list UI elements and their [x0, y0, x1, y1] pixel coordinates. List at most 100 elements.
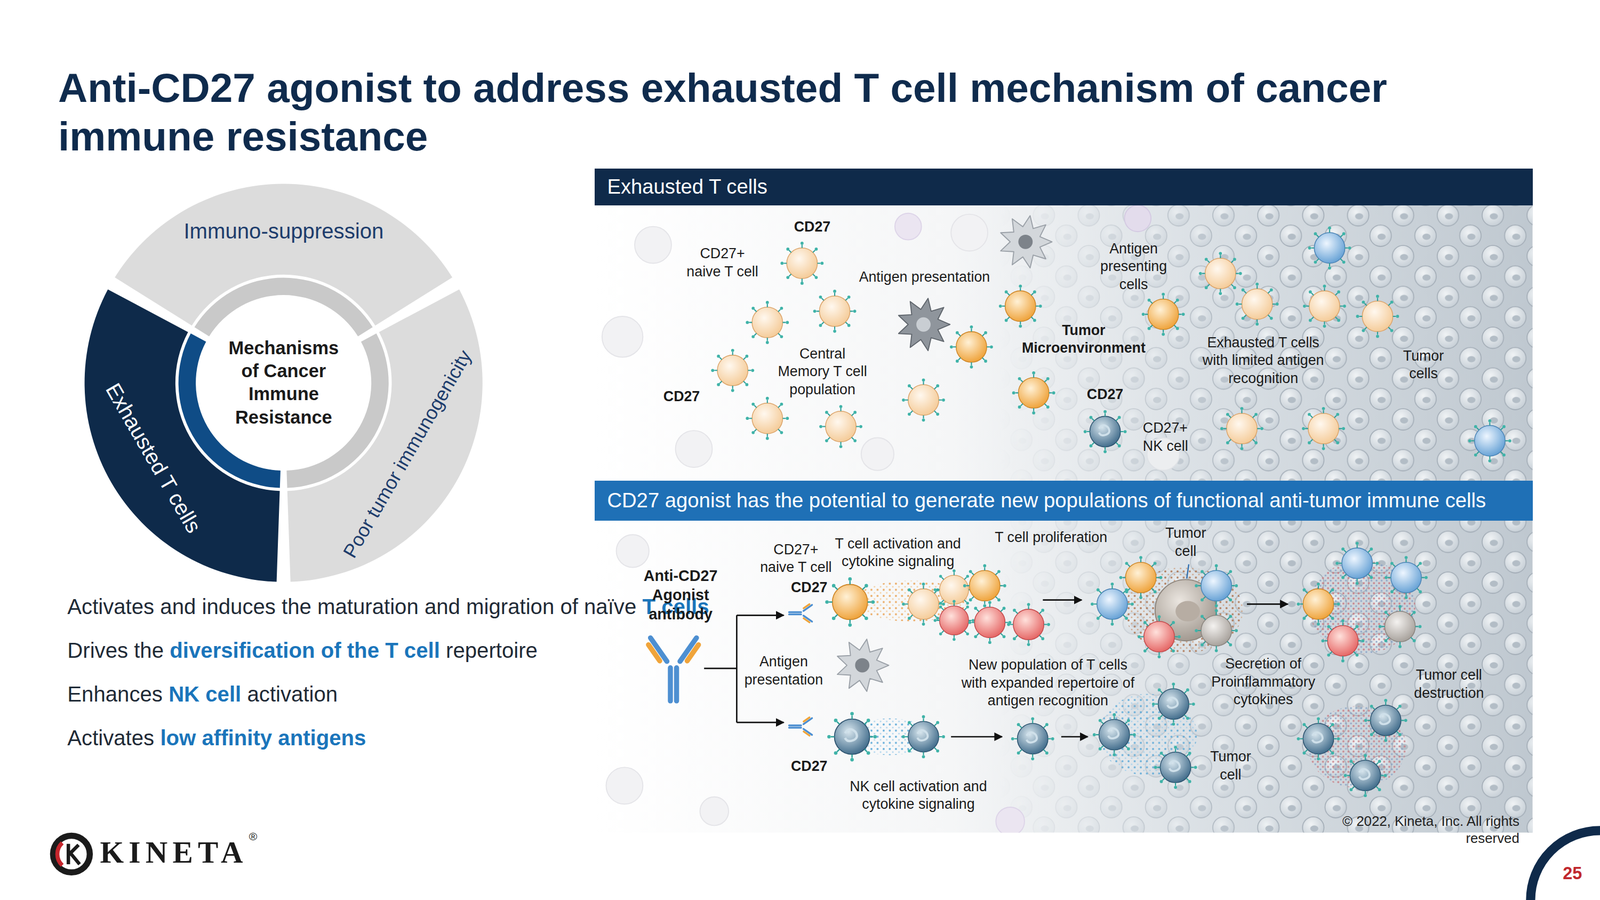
art-use — [1308, 226, 1352, 270]
illustration-label: Antigen presenting cells — [1090, 240, 1177, 294]
bullet-text: Activates — [67, 725, 155, 750]
art-use — [745, 396, 789, 440]
art-use — [1384, 555, 1428, 599]
logo-wordmark: KINETA — [100, 836, 248, 868]
illustration-label: CD27 — [781, 218, 844, 236]
art-use — [1141, 292, 1186, 336]
art-path — [1061, 736, 1088, 738]
logo-icon — [50, 832, 93, 876]
art-use — [1000, 215, 1052, 268]
art-circle — [605, 766, 643, 804]
art-rect — [594, 520, 1533, 832]
art-use — [963, 564, 1007, 608]
illustration-label: Antigen presentation — [842, 268, 1006, 286]
bullet-item: Activates and induces the maturation and… — [67, 592, 925, 622]
art-circle — [950, 214, 988, 252]
art-use — [901, 378, 946, 422]
art-use — [1154, 745, 1198, 789]
art-use — [642, 634, 705, 704]
illustration-label: CD27+ naive T cell — [681, 244, 764, 281]
art-path — [736, 721, 784, 724]
illustration-label: CD27+ NK cell — [1142, 419, 1205, 455]
art-use — [1321, 619, 1365, 663]
illustration-label: T cell proliferation — [979, 528, 1123, 547]
art-rect — [594, 204, 1533, 480]
art-circle — [634, 226, 672, 264]
illustration-label: NK cell activation and cytokine signalin… — [835, 777, 1002, 814]
section-band: Exhausted T cells — [594, 168, 1533, 206]
art-use — [933, 600, 975, 642]
illustration-label: Tumor Microenvironment — [1006, 321, 1160, 358]
art-use — [1468, 419, 1512, 463]
art-path — [736, 614, 784, 616]
center-label: Mechanisms of Cancer Immune Resistance — [222, 336, 346, 429]
illustration-label: Exhausted T cells with limited antigen r… — [1195, 333, 1331, 388]
art-circle — [1124, 204, 1151, 232]
art-circle — [861, 437, 894, 471]
art-rect — [594, 204, 1533, 480]
art-circle — [56, 838, 87, 869]
art-use — [1378, 604, 1422, 648]
registered-mark: ® — [249, 830, 258, 842]
art-circle — [700, 796, 730, 826]
art-use — [1119, 555, 1163, 599]
art-use — [819, 404, 863, 448]
art-rect — [594, 520, 1533, 832]
art-use — [1152, 682, 1196, 726]
illustration-label: Central Memory T cell population — [774, 345, 871, 399]
art-circle — [616, 534, 650, 567]
bullet-item: Activateslow affinity antigens — [67, 723, 925, 753]
bullet-text: Activates and induces the maturation and… — [67, 594, 637, 619]
art-use — [901, 715, 946, 759]
highlight-text: NK cell — [168, 682, 242, 707]
illustration-label: Tumor cells — [1392, 347, 1456, 383]
art-use — [1335, 541, 1379, 585]
art-use — [968, 600, 1012, 644]
art-path — [1042, 598, 1082, 601]
art-use — [998, 284, 1043, 328]
donut-center: Mechanisms of Cancer Immune Resistance — [197, 297, 370, 469]
band-title: CD27 agonist has the potential to genera… — [606, 489, 1486, 512]
center-circle — [197, 297, 370, 469]
illustration-label: Tumor cell destruction — [1402, 666, 1496, 702]
art-use — [827, 712, 877, 762]
art-path — [68, 843, 80, 864]
agonist-panel-art — [594, 520, 1533, 832]
art-use — [1220, 406, 1264, 451]
art-use — [780, 241, 824, 285]
illustration-label: Tumor cell — [1154, 524, 1218, 560]
illustration-label: Antigen presentation — [736, 652, 831, 689]
art-path — [950, 736, 1003, 738]
illustration-label: CD27 — [778, 578, 840, 597]
art-use — [1356, 294, 1400, 339]
art-use — [710, 348, 755, 392]
art-path — [1246, 603, 1288, 605]
art-use — [1083, 410, 1127, 454]
art-use — [1364, 698, 1408, 742]
illustration-label: T cell activation and cytokine signaling — [820, 534, 976, 571]
page-number: 25 — [1552, 862, 1594, 885]
section-band: CD27 agonist has the potential to genera… — [594, 480, 1533, 521]
art-use — [1297, 716, 1341, 760]
bullet-text: repertoire — [445, 638, 538, 663]
art-use — [1011, 716, 1055, 760]
bullet-text: activation — [247, 682, 339, 707]
exhausted-panel-art — [594, 204, 1533, 480]
illustration-label: Tumor cell — [1198, 747, 1263, 784]
art-circle — [995, 806, 1025, 833]
illustration-label: CD27 — [778, 757, 840, 775]
art-use — [1302, 284, 1347, 328]
art-use — [901, 582, 946, 626]
art-use — [898, 298, 950, 351]
art-use — [1301, 406, 1346, 451]
art-use — [1090, 582, 1134, 626]
art-use — [1194, 609, 1238, 653]
art-use — [1137, 614, 1181, 659]
art-use — [788, 715, 814, 738]
highlight-text: diversification of the T cell — [169, 638, 440, 663]
art-use — [1012, 371, 1056, 415]
illustration-label: Anti-CD27 Agonist antibody — [627, 566, 734, 624]
highlight-text: low affinity antigens — [160, 725, 366, 750]
art-path — [57, 842, 63, 866]
